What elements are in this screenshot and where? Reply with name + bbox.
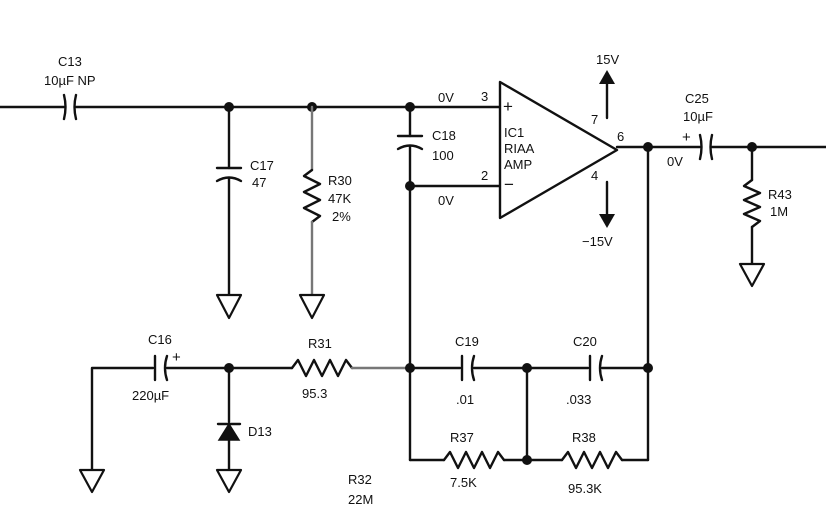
c19-ref: C19 — [455, 334, 479, 349]
ic1-name-line1: RIAA — [504, 141, 535, 156]
ic1-pin7: 7 — [591, 112, 598, 127]
r37-value: 7.5K — [450, 475, 477, 490]
c16-capacitor — [153, 354, 169, 382]
r32-value: 22M — [348, 492, 373, 507]
ic1-name-line2: AMP — [504, 157, 532, 172]
c17-value: 47 — [252, 175, 266, 190]
c16-left-wire — [90, 366, 155, 472]
ic1-pin2: 2 — [481, 168, 488, 183]
c17-branch — [215, 105, 243, 297]
c16-value: 220µF — [132, 388, 169, 403]
ic1-ref: IC1 — [504, 125, 524, 140]
r38-value: 95.3K — [568, 481, 602, 496]
supply-negative — [599, 180, 615, 228]
ground-left — [78, 468, 106, 494]
ic1-minus: − — [504, 175, 514, 194]
r37-ref: R37 — [450, 430, 474, 445]
c17-ref: C17 — [250, 158, 274, 173]
ground-c17 — [215, 293, 243, 320]
r31-ref: R31 — [308, 336, 332, 351]
c13-value: 10µF NP — [44, 73, 96, 88]
r38-ref: R38 — [572, 430, 596, 445]
r32-ref: R32 — [348, 472, 372, 487]
r38-resistor — [560, 450, 624, 470]
node-feedback-right — [643, 363, 653, 373]
r30-tolerance: 2% — [332, 209, 351, 224]
c16-polarity: + — [172, 349, 181, 366]
c19-capacitor — [460, 354, 476, 382]
r30-ref: R30 — [328, 173, 352, 188]
supply-positive — [599, 70, 615, 120]
supply-positive-label: 15V — [596, 52, 619, 67]
supply-negative-label: −15V — [582, 234, 613, 249]
r43-branch — [742, 145, 762, 266]
ground-r30 — [298, 293, 326, 320]
c13-ref: C13 — [58, 54, 82, 69]
c25-polarity: + — [682, 129, 691, 146]
ic1-plus: + — [503, 97, 513, 116]
c25-capacitor — [698, 133, 714, 161]
ic1-pin4: 4 — [591, 168, 598, 183]
ground-r43 — [738, 262, 766, 288]
d13-ref: D13 — [248, 424, 272, 439]
r37-resistor — [442, 450, 506, 470]
c20-capacitor — [588, 354, 604, 382]
c20-ref: C20 — [573, 334, 597, 349]
r43-value: 1M — [770, 204, 788, 219]
c18-value: 100 — [432, 148, 454, 163]
ic1-pin6: 6 — [617, 129, 624, 144]
ov-pin3: 0V — [438, 90, 454, 105]
c19-value: .01 — [456, 392, 474, 407]
r31-value: 95.3 — [302, 386, 327, 401]
ic1-pin3: 3 — [481, 89, 488, 104]
ov-pin2: 0V — [438, 193, 454, 208]
ic1-opamp — [498, 80, 619, 220]
r43-ref: R43 — [768, 187, 792, 202]
r30-branch — [302, 105, 322, 297]
ground-d13 — [215, 468, 243, 494]
c18-ref: C18 — [432, 128, 456, 143]
c20-value: .033 — [566, 392, 591, 407]
c25-ref: C25 — [685, 91, 709, 106]
c16-ref: C16 — [148, 332, 172, 347]
d13-diode — [216, 366, 242, 472]
r31-resistor — [290, 358, 354, 378]
ov-output: 0V — [667, 154, 683, 169]
c25-value: 10µF — [683, 109, 713, 124]
c18-branch — [396, 105, 424, 188]
r30-value: 47K — [328, 191, 351, 206]
c13-capacitor — [62, 93, 78, 121]
